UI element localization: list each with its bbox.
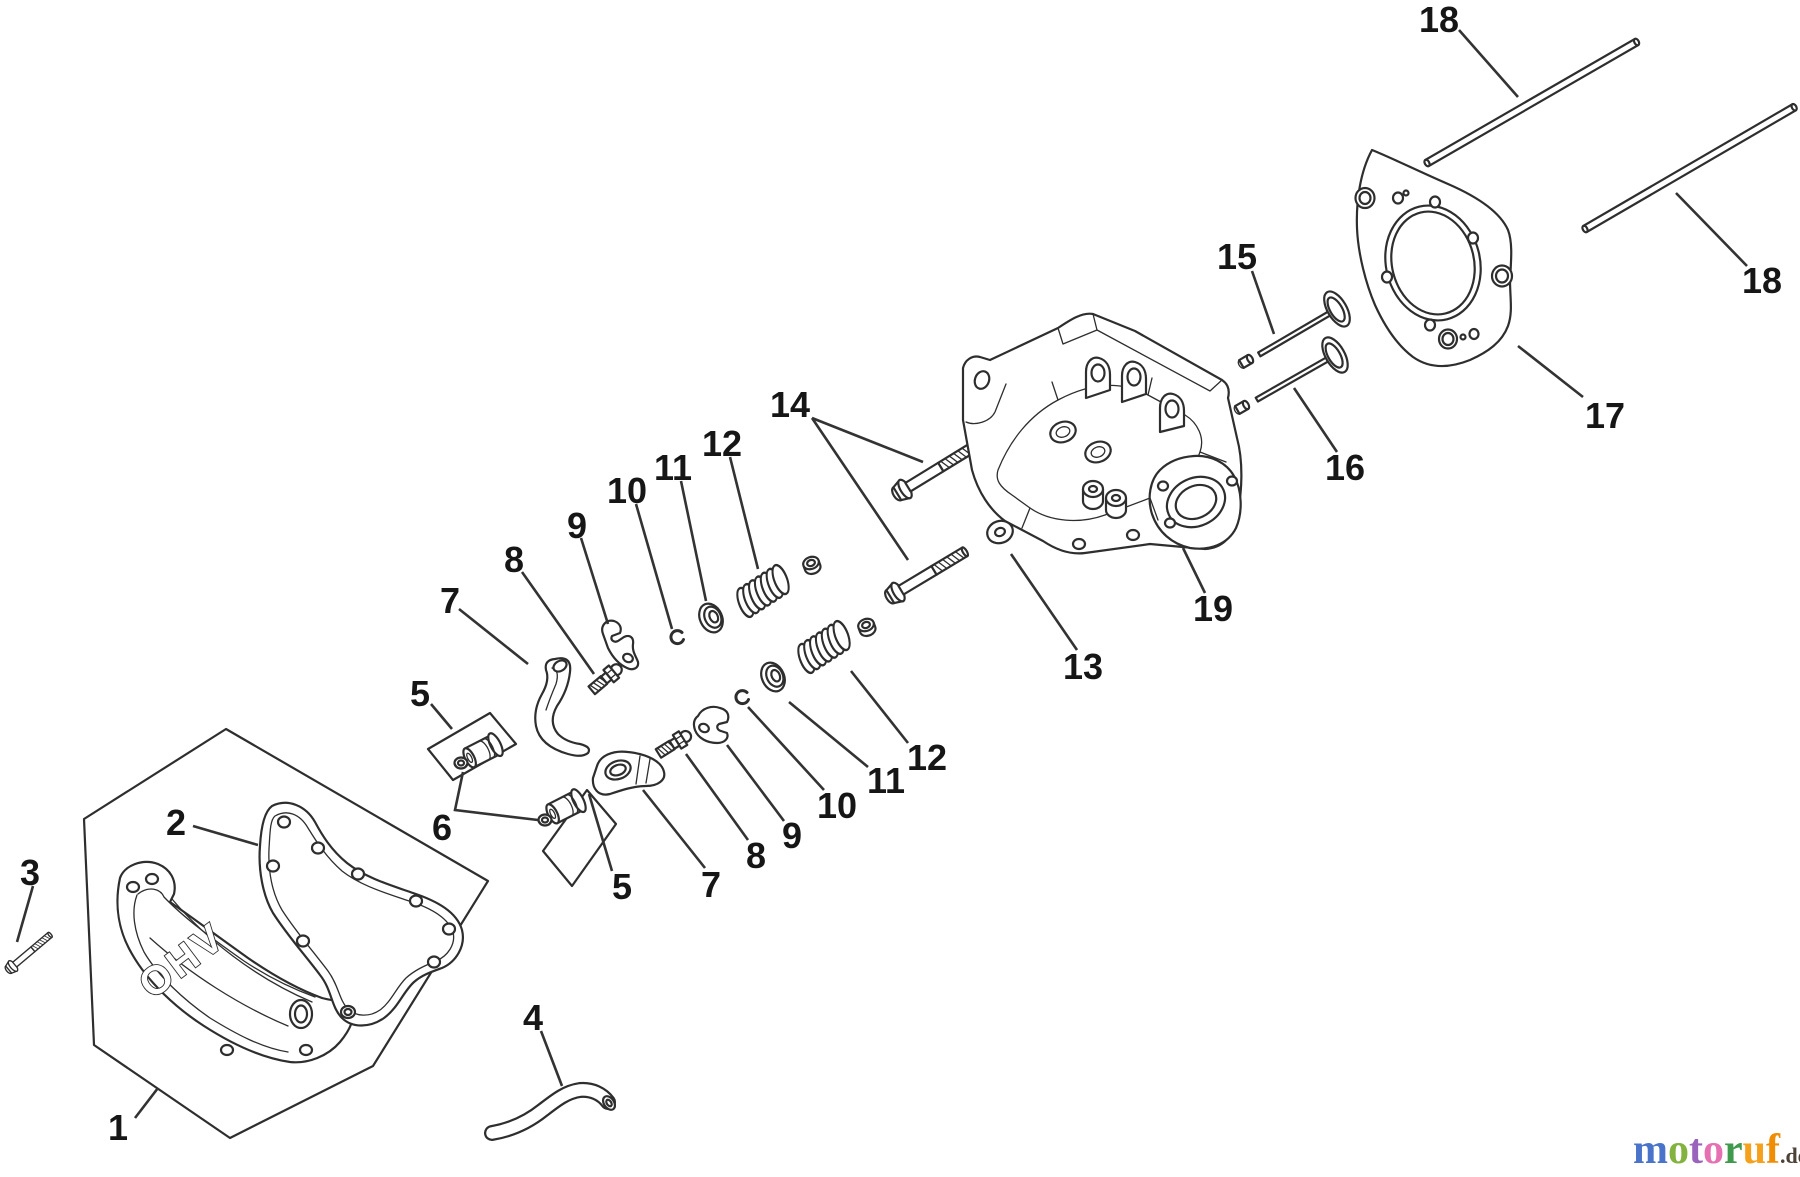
nut-6-upper xyxy=(453,756,469,770)
callout-12: 12 xyxy=(702,423,742,464)
leader-line-14 xyxy=(810,417,910,561)
valve-spring-lower xyxy=(789,616,859,678)
leader-line-11 xyxy=(679,480,708,602)
leader-line-7 xyxy=(641,789,707,869)
callout-19: 19 xyxy=(1193,588,1233,629)
spring-keeper-upper xyxy=(800,553,824,578)
guide-plate-upper xyxy=(601,619,640,671)
leader-line-18 xyxy=(1675,192,1748,267)
spring-seat-clip-lower xyxy=(734,689,750,706)
callout-11: 11 xyxy=(654,447,692,488)
washer xyxy=(986,519,1014,545)
callout-5: 5 xyxy=(612,866,632,907)
leader-line-13 xyxy=(1009,553,1079,651)
callout-1: 1 xyxy=(108,1107,128,1148)
leader-line-15 xyxy=(1250,270,1276,335)
pivot-stud-upper xyxy=(587,663,623,696)
head-bolt-1 xyxy=(887,437,980,506)
callout-9: 9 xyxy=(782,815,802,856)
leader-line-9 xyxy=(579,537,610,625)
logo-motoruf: motoruf.de xyxy=(1633,1127,1800,1173)
exhaust-valve xyxy=(1246,332,1355,418)
valve-spring-upper xyxy=(728,560,798,622)
valve-cover: OHV xyxy=(116,860,355,1064)
leader-line-14 xyxy=(811,416,924,464)
callout-10: 10 xyxy=(607,470,647,511)
callout-5: 5 xyxy=(410,673,430,714)
leader-line-6 xyxy=(453,771,539,822)
nut-6-lower xyxy=(537,813,553,827)
callout-8: 8 xyxy=(504,539,524,580)
spring-retainer-lower xyxy=(755,657,791,697)
leader-line-4 xyxy=(539,1030,564,1087)
leader-line-19 xyxy=(1181,547,1207,594)
head-bolt-2 xyxy=(880,540,974,609)
spring-keeper-lower xyxy=(855,615,879,640)
cover-screw xyxy=(1,928,56,977)
kit-box-1 xyxy=(82,727,490,1140)
callout-16: 16 xyxy=(1325,447,1365,488)
leader-line-18 xyxy=(1458,29,1519,98)
callout-10: 10 xyxy=(817,785,857,826)
callout-4: 4 xyxy=(523,997,543,1038)
callout-7: 7 xyxy=(440,580,460,621)
cover-gasket xyxy=(258,801,464,1027)
leader-line-8 xyxy=(684,753,750,841)
leader-line-9 xyxy=(725,744,786,822)
callout-7: 7 xyxy=(701,864,721,905)
valve-tip-lower xyxy=(1231,398,1252,417)
callout-11: 11 xyxy=(867,760,905,801)
push-rod-2 xyxy=(1580,102,1799,235)
head-gasket xyxy=(1354,148,1514,368)
spring-seat-clip-upper xyxy=(669,629,685,646)
leader-line-12 xyxy=(728,456,760,570)
callout-6: 6 xyxy=(432,807,452,848)
leader-line-7 xyxy=(458,607,529,666)
guide-plate-lower xyxy=(692,705,730,745)
leader-line-2 xyxy=(192,824,259,847)
leader-line-10 xyxy=(634,503,674,630)
leader-line-10 xyxy=(747,706,825,791)
callout-14: 14 xyxy=(770,384,810,425)
callout-17: 17 xyxy=(1585,395,1625,436)
callout-2: 2 xyxy=(166,802,186,843)
spring-retainer-upper xyxy=(693,598,729,638)
pivot-stud-lower xyxy=(654,729,693,759)
valve-tip-upper xyxy=(1235,352,1256,371)
rocker-arm-upper xyxy=(534,657,591,757)
leader-line-5 xyxy=(587,793,614,872)
callout-13: 13 xyxy=(1063,646,1103,687)
push-rod-1 xyxy=(1422,36,1642,169)
rocker-arm-lower xyxy=(591,750,666,796)
callout-9: 9 xyxy=(567,505,587,546)
leader-line-8 xyxy=(520,571,596,675)
kit-box-5-upper xyxy=(426,711,518,782)
callout-12: 12 xyxy=(907,737,947,778)
callout-15: 15 xyxy=(1217,236,1257,277)
leader-line-12 xyxy=(849,670,910,744)
leader-line-1 xyxy=(133,1087,160,1119)
leader-line-5 xyxy=(430,703,453,730)
kit-box-5-lower xyxy=(541,788,618,888)
breather-hose xyxy=(484,1081,617,1141)
cylinder-head xyxy=(961,312,1243,555)
callout-8: 8 xyxy=(746,835,766,876)
callout-3: 3 xyxy=(20,852,40,893)
callout-18: 18 xyxy=(1742,260,1782,301)
callout-18: 18 xyxy=(1419,0,1459,40)
leader-line-16 xyxy=(1292,387,1339,453)
leader-line-11 xyxy=(788,700,869,769)
leader-line-3 xyxy=(15,885,35,943)
leader-line-17 xyxy=(1517,344,1584,399)
